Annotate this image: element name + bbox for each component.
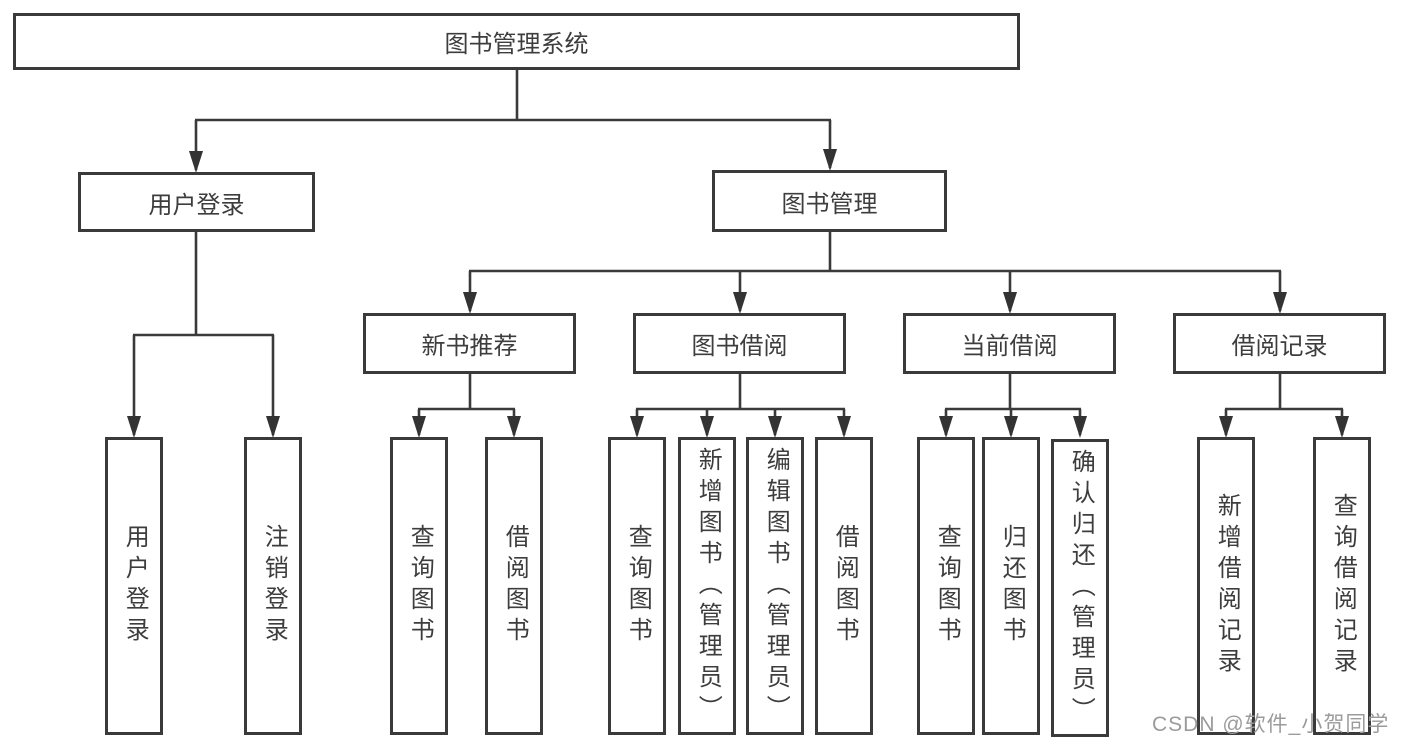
node-leaf-query-books-recommend: 查询图书 xyxy=(390,437,448,735)
node-borrowing-records-label: 借阅记录 xyxy=(1231,333,1328,360)
node-book-borrowing: 图书借阅 xyxy=(633,313,846,374)
node-book-management: 图书管理 xyxy=(712,170,947,232)
node-root-label: 图书管理系统 xyxy=(444,31,589,58)
node-leaf-return-book: 归还图书 xyxy=(982,437,1040,735)
node-book-borrowing-label: 图书借阅 xyxy=(691,333,788,360)
node-leaf-logout: 注销登录 xyxy=(244,437,302,735)
node-borrowing-records: 借阅记录 xyxy=(1173,313,1386,374)
node-current-borrowing: 当前借阅 xyxy=(903,313,1116,374)
node-leaf-query-books-current: 查询图书 xyxy=(917,437,975,735)
node-new-book-recommend: 新书推荐 xyxy=(363,313,576,374)
node-new-book-recommend-label: 新书推荐 xyxy=(421,333,518,360)
node-leaf-user-login: 用户登录 xyxy=(105,437,163,735)
csdn-watermark: CSDN @软件_小贺同学 xyxy=(1152,713,1390,736)
node-leaf-edit-book-admin: 编辑图书（管理员） xyxy=(746,437,804,735)
node-leaf-borrow-books: 借阅图书 xyxy=(815,437,873,735)
node-leaf-add-borrow-record: 新增借阅记录 xyxy=(1197,437,1255,735)
node-user-login-label: 用户登录 xyxy=(148,191,245,219)
arrowheads xyxy=(127,149,1349,438)
node-leaf-add-book-admin: 新增图书（管理员） xyxy=(678,437,736,735)
node-book-management-label: 图书管理 xyxy=(781,190,878,218)
node-root: 图书管理系统 xyxy=(13,13,1020,70)
node-leaf-borrow-books-recommend: 借阅图书 xyxy=(485,437,543,735)
node-leaf-query-books-borrowing: 查询图书 xyxy=(608,437,666,735)
node-current-borrowing-label: 当前借阅 xyxy=(961,333,1058,360)
node-user-login: 用户登录 xyxy=(78,172,315,232)
node-leaf-confirm-return-admin: 确认归还（管理员） xyxy=(1051,439,1109,737)
node-leaf-query-borrow-record: 查询借阅记录 xyxy=(1313,437,1371,735)
